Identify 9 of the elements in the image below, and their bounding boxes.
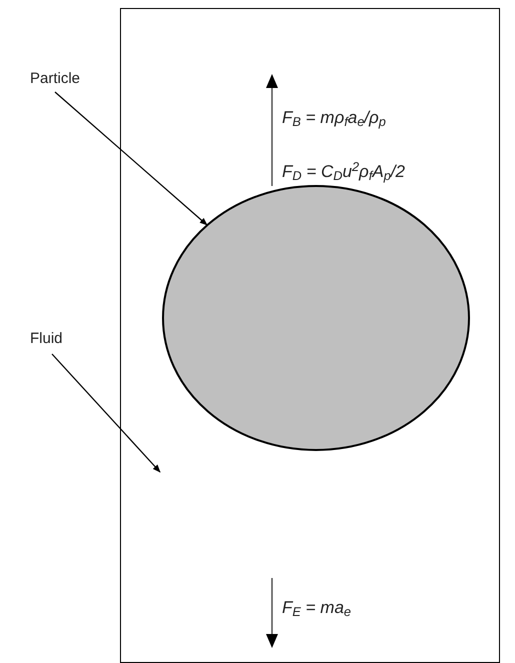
force-formula: F$_{D}$ = C$_{D}$u$^{2}$ρ$_{f}$A$_{p}$/2 xyxy=(282,160,405,184)
force-formula: F$_{B}$ = mρ$_{f}$a$_{e}$/ρ$_{p}$ xyxy=(282,107,386,130)
particle-ellipse xyxy=(162,185,470,451)
leader-arrow xyxy=(52,354,161,473)
force-formula: F$_{E}$ = ma$_{e}$ xyxy=(282,597,351,620)
text-label: Particle xyxy=(30,68,110,90)
leader-arrow xyxy=(54,92,208,226)
fluid-container xyxy=(120,8,500,663)
text-label: Fluid xyxy=(30,328,90,350)
